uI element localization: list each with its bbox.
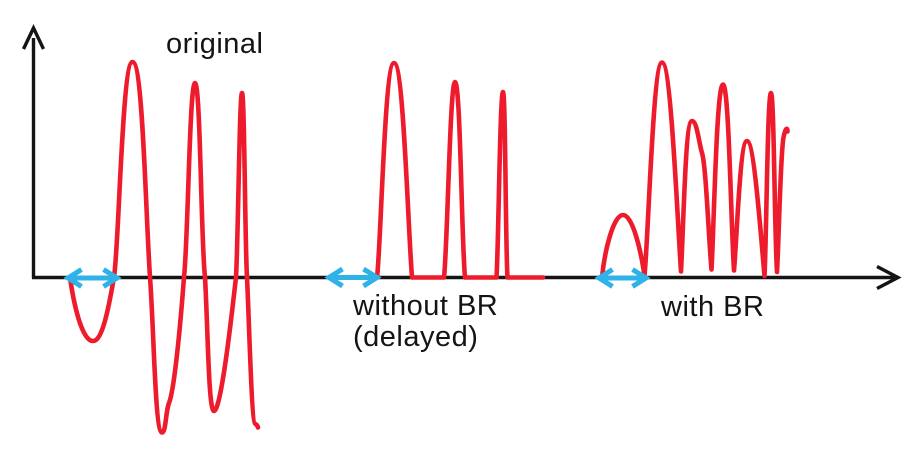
waveform-with-br — [599, 60, 790, 280]
waveform-original — [67, 59, 261, 435]
delay-arrow-left-head-icon — [324, 266, 344, 289]
delay-arrow-without-br — [324, 266, 382, 289]
label-without-br-line1: without BR — [353, 290, 499, 322]
delay-arrows-group — [63, 266, 651, 289]
delay-arrow-original — [63, 267, 122, 289]
delay-arrow-with-br — [594, 267, 651, 289]
label-original: original — [166, 28, 264, 60]
y-axis-arrowhead-icon — [21, 24, 46, 50]
label-without-br: without BR (delayed) — [353, 291, 498, 353]
delay-arrow-left-head-icon — [63, 267, 83, 289]
delay-arrow-left-head-icon — [594, 267, 614, 289]
waveforms-group — [67, 59, 790, 435]
delay-arrow-right-head-icon — [631, 267, 651, 289]
delay-arrow-right-head-icon — [102, 267, 122, 289]
label-without-br-line2: (delayed) — [353, 321, 479, 353]
x-axis-arrowhead-icon — [876, 264, 902, 291]
waveform-without-br — [374, 60, 546, 280]
delay-arrow-right-head-icon — [362, 266, 382, 289]
label-with-br: with BR — [661, 291, 765, 323]
